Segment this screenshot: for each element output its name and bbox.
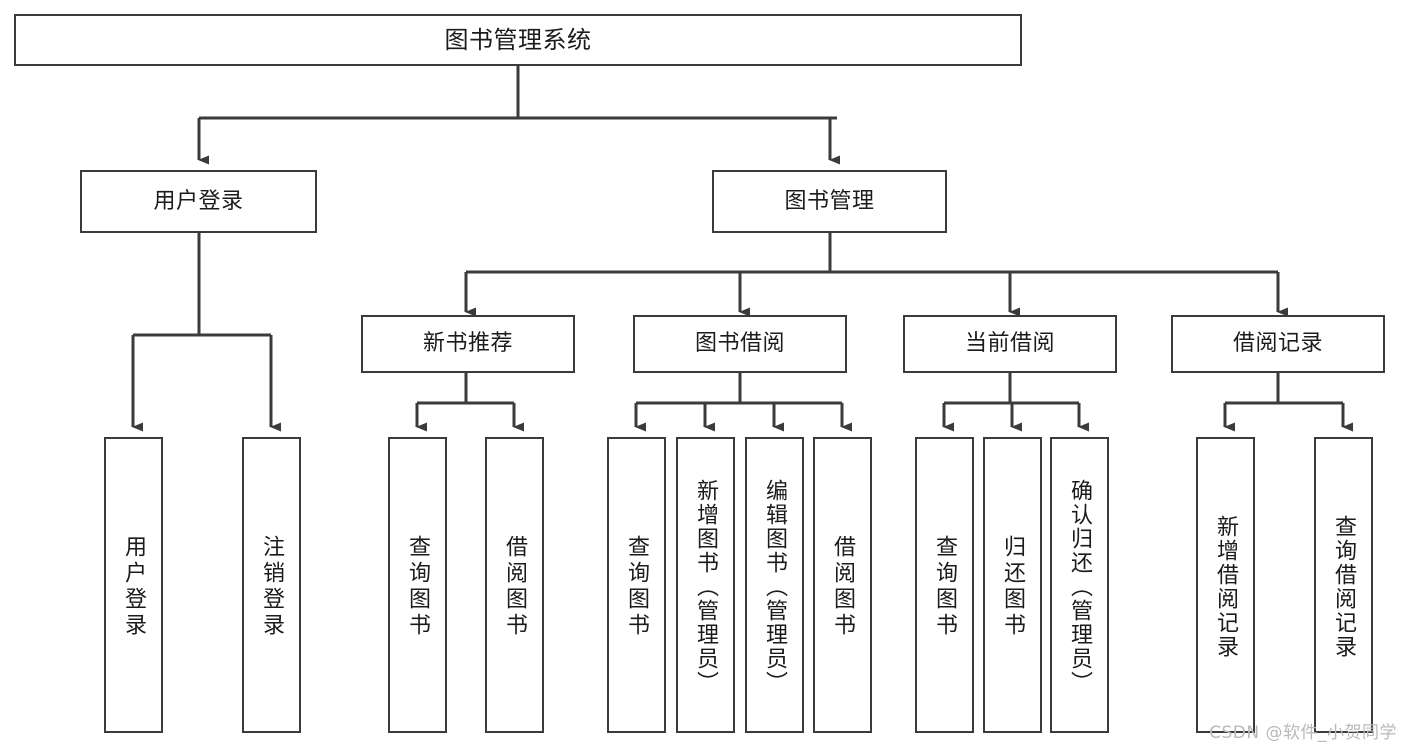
node-book-borrow[interactable]: 图书借阅 bbox=[633, 315, 847, 373]
node-label: 查询图书 bbox=[405, 535, 431, 639]
node-label: 借阅图书 bbox=[502, 535, 528, 639]
node-label: 新增借阅记录 bbox=[1213, 515, 1239, 659]
node-label: 确认归还（管理员） bbox=[1067, 479, 1093, 695]
node-leaf-add-book-admin[interactable]: 新增图书（管理员） bbox=[676, 437, 735, 733]
node-leaf-query-borrow-record[interactable]: 查询借阅记录 bbox=[1314, 437, 1373, 733]
node-label: 查询借阅记录 bbox=[1331, 515, 1357, 659]
node-label: 用户登录 bbox=[153, 188, 244, 214]
node-leaf-borrow-book-recommend[interactable]: 借阅图书 bbox=[485, 437, 544, 733]
node-current-borrow[interactable]: 当前借阅 bbox=[903, 315, 1117, 373]
node-leaf-user-login[interactable]: 用户登录 bbox=[104, 437, 163, 733]
node-user-login[interactable]: 用户登录 bbox=[80, 170, 317, 233]
node-label: 借阅图书 bbox=[830, 535, 856, 639]
node-label: 注销登录 bbox=[259, 535, 285, 639]
node-label: 借阅记录 bbox=[1232, 331, 1323, 357]
node-label: 归还图书 bbox=[1000, 535, 1026, 639]
node-label: 当前借阅 bbox=[964, 331, 1055, 357]
node-leaf-add-borrow-record[interactable]: 新增借阅记录 bbox=[1196, 437, 1255, 733]
node-label: 图书管理系统 bbox=[444, 25, 592, 54]
node-label: 新书推荐 bbox=[422, 331, 513, 357]
node-leaf-edit-book-admin[interactable]: 编辑图书（管理员） bbox=[745, 437, 804, 733]
node-leaf-confirm-return-admin[interactable]: 确认归还（管理员） bbox=[1050, 437, 1109, 733]
node-label: 图书借阅 bbox=[694, 331, 785, 357]
node-book-management[interactable]: 图书管理 bbox=[712, 170, 947, 233]
node-label: 图书管理 bbox=[784, 188, 875, 214]
node-borrow-record[interactable]: 借阅记录 bbox=[1171, 315, 1385, 373]
node-label: 编辑图书（管理员） bbox=[762, 479, 788, 695]
node-leaf-return-book[interactable]: 归还图书 bbox=[983, 437, 1042, 733]
node-leaf-logout[interactable]: 注销登录 bbox=[242, 437, 301, 733]
node-new-book-recommend[interactable]: 新书推荐 bbox=[361, 315, 575, 373]
node-leaf-query-book-recommend[interactable]: 查询图书 bbox=[388, 437, 447, 733]
node-leaf-query-book-borrow[interactable]: 查询图书 bbox=[607, 437, 666, 733]
node-leaf-query-book-current[interactable]: 查询图书 bbox=[915, 437, 974, 733]
node-label: 新增图书（管理员） bbox=[693, 479, 719, 695]
node-label: 用户登录 bbox=[121, 535, 147, 639]
node-label: 查询图书 bbox=[932, 535, 958, 639]
node-label: 查询图书 bbox=[624, 535, 650, 639]
node-leaf-borrow-book[interactable]: 借阅图书 bbox=[813, 437, 872, 733]
node-root-book-management-system[interactable]: 图书管理系统 bbox=[14, 14, 1022, 66]
